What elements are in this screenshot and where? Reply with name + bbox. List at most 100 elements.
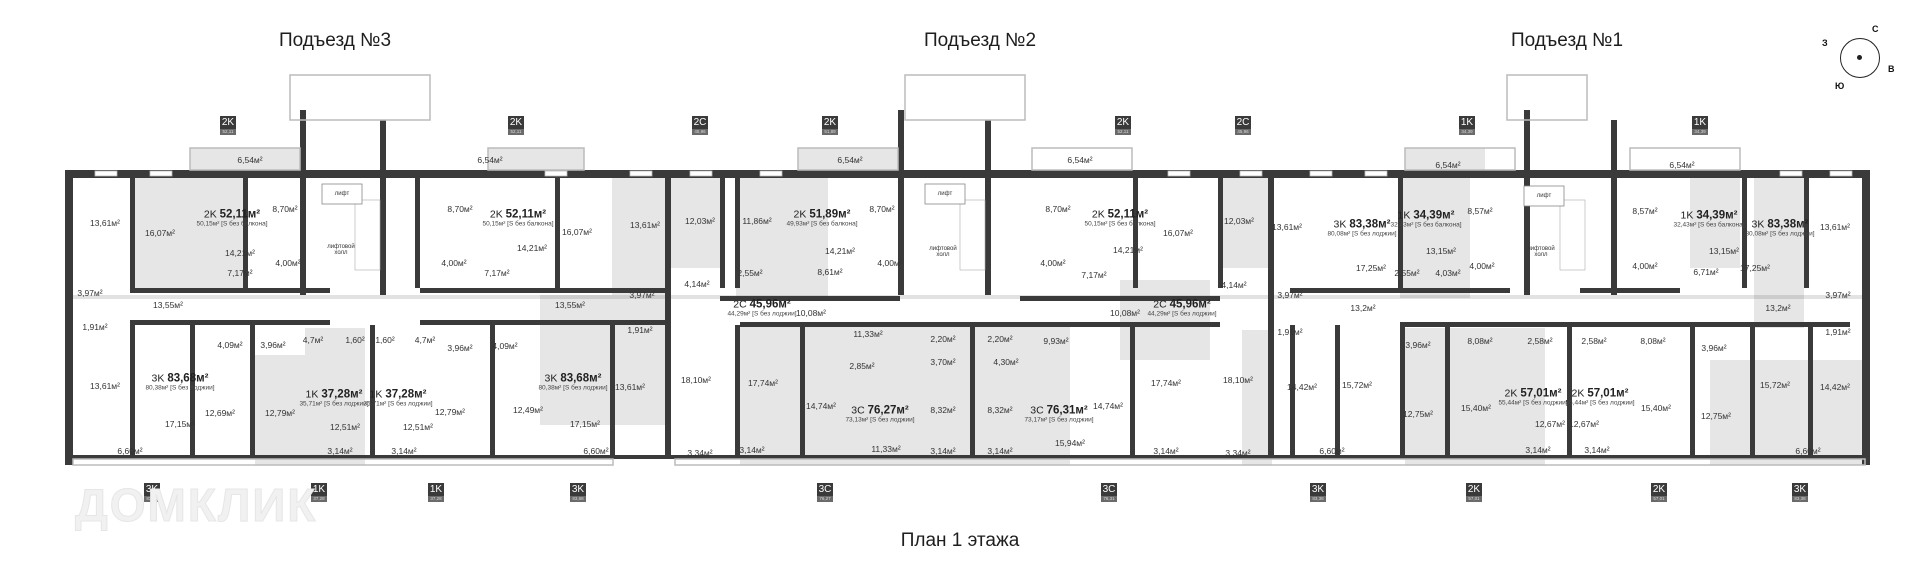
room-area-label: 14,74м² <box>806 401 836 411</box>
tag-type: 3C <box>1101 483 1117 496</box>
room-area-label: 12,51м² <box>403 422 433 432</box>
room-area-label: 7,17м² <box>1081 270 1107 280</box>
tag-area: 83,68 <box>144 496 160 502</box>
room-area-label: 6,71м² <box>1693 267 1719 277</box>
room-area-label: 13,2м² <box>1350 303 1376 313</box>
room-area-label: 7,17м² <box>227 268 253 278</box>
room-area-label: 10,08м² <box>1110 308 1140 318</box>
tag-type: 2C <box>692 116 708 129</box>
apartment-type: 1K <box>369 388 386 401</box>
apartment-title: 1K 37,28м² <box>363 389 432 401</box>
apartment-area: 52,11м² <box>219 208 261 221</box>
room-area-label: 4,00м² <box>1040 258 1066 268</box>
room-area-label: 12,67м² <box>1569 419 1599 429</box>
entrance-title: Подъезд №1 <box>1510 30 1624 51</box>
tag-area: 37,28 <box>428 496 444 502</box>
apartment-title: 3K 83,68м² <box>145 373 214 385</box>
apartment-sub-area: 80,08м² [S без лоджии] <box>1327 230 1397 238</box>
apartment-sub-area: 73,17м² [S без лоджии] <box>1024 416 1094 424</box>
room-area-label: 17,25м² <box>1356 263 1386 273</box>
room-area-label: 6,60м² <box>1319 446 1345 456</box>
room-area-label: 6,60м² <box>583 446 609 456</box>
room-area-label: 13,55м² <box>153 300 183 310</box>
apartment-area: 34,39м² <box>1696 209 1738 222</box>
apartment-area: 57,01м² <box>1587 387 1629 400</box>
apartment-type: 2C <box>1153 298 1170 311</box>
room-area-label: 3,14м² <box>987 446 1013 456</box>
tag-type: 3K <box>1310 483 1326 496</box>
apartment-area: 76,31м² <box>1046 404 1088 417</box>
apartment-title: 3C 76,31м² <box>1024 405 1093 417</box>
apartment-sub-area: 73,13м² [S без лоджии] <box>845 416 915 424</box>
tag-area: 37,28 <box>311 496 327 502</box>
apartment-sub-area: 44,29м² [S без лоджии] <box>1147 310 1217 318</box>
room-area-label: 6,54м² <box>1067 155 1093 165</box>
room-area-label: 3,34м² <box>687 448 713 458</box>
tag-area: 76,31 <box>1101 496 1117 502</box>
room-area-label: 17,15м² <box>570 419 600 429</box>
apartment-sub-area: 55,44м² [S без лоджии] <box>1565 399 1635 407</box>
lift-label: лифт <box>334 191 350 197</box>
lift-hall-label: лифтовой холл <box>327 244 355 256</box>
room-area-label: 12,67м² <box>1535 419 1565 429</box>
tag-type: 3K <box>570 483 586 496</box>
compass-center-icon <box>1857 55 1862 60</box>
room-area-label: 4,14м² <box>684 279 710 289</box>
room-area-label: 6,54м² <box>1435 160 1461 170</box>
lift-label: лифт <box>937 191 953 197</box>
room-area-label: 2,20м² <box>987 334 1013 344</box>
tag-type: 2K <box>508 116 524 129</box>
room-area-label: 3,96м² <box>1405 340 1431 350</box>
room-area-label: 4,00м² <box>275 258 301 268</box>
apartment-title: 3C 76,27м² <box>845 405 914 417</box>
apartment-sub-area: 50,15м² [S без балкона] <box>482 220 554 228</box>
apartment-title: 2K 57,01м² <box>1498 388 1567 400</box>
domclick-watermark: ДОМКЛИК <box>74 479 318 532</box>
apartment-title: 2K 52,11м² <box>196 209 267 221</box>
room-area-label: 14,42м² <box>1287 382 1317 392</box>
room-area-label: 13,61м² <box>1820 222 1850 232</box>
apartment-area: 52,11м² <box>505 208 547 221</box>
room-area-label: 12,51м² <box>330 422 360 432</box>
apartment-area: 37,28м² <box>321 388 363 401</box>
room-area-label: 16,07м² <box>562 227 592 237</box>
apartment-sub-area: 44,29м² [S без лоджии] <box>727 310 797 318</box>
tag-area: 51,89 <box>822 129 838 135</box>
